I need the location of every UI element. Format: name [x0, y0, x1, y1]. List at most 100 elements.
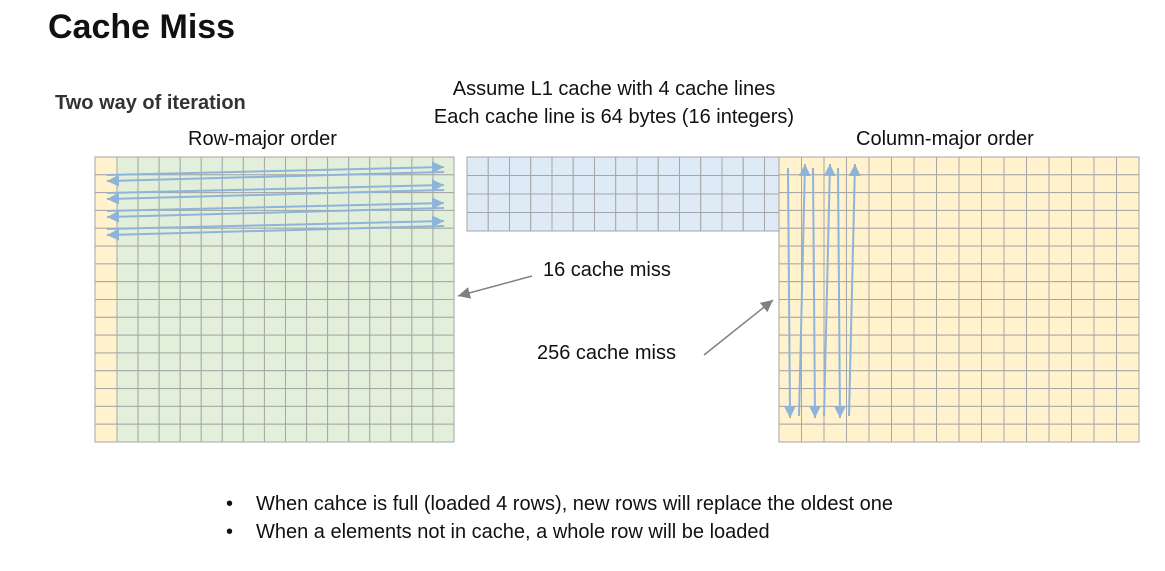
matrix-cell	[348, 352, 371, 372]
matrix-cell	[1003, 423, 1027, 443]
matrix-cell	[200, 423, 223, 443]
cache-cell	[679, 175, 702, 195]
matrix-cell	[981, 281, 1005, 300]
matrix-cell	[116, 281, 139, 300]
column-miss-pointer-arrow	[703, 299, 774, 356]
matrix-cell	[868, 192, 892, 211]
matrix-cell	[958, 370, 982, 390]
cache-cell	[466, 193, 489, 213]
l1-cache-grid	[466, 156, 808, 232]
matrix-cell	[1071, 281, 1095, 300]
matrix-cell	[158, 388, 181, 407]
matrix-cell	[958, 245, 982, 265]
matrix-cell	[94, 281, 118, 300]
matrix-cell	[778, 299, 802, 318]
matrix-cell	[200, 245, 223, 265]
matrix-cell	[1071, 192, 1095, 211]
matrix-cell	[137, 299, 160, 318]
matrix-cell	[242, 316, 265, 336]
matrix-cell	[306, 334, 329, 354]
matrix-cell	[958, 316, 982, 336]
matrix-cell	[801, 299, 825, 318]
matrix-cell	[1071, 423, 1095, 443]
matrix-cell	[1093, 245, 1117, 265]
matrix-cell	[137, 245, 160, 265]
matrix-cell	[1093, 209, 1117, 229]
row-traversal-arrow	[106, 197, 445, 212]
matrix-cell	[158, 245, 181, 265]
cache-cell	[657, 193, 680, 213]
matrix-cell	[411, 299, 434, 318]
matrix-cell	[1048, 423, 1072, 443]
matrix-cell	[778, 156, 802, 176]
matrix-cell	[221, 281, 244, 300]
matrix-cell	[369, 405, 392, 425]
matrix-cell	[94, 423, 118, 443]
matrix-cell	[1071, 263, 1095, 283]
matrix-cell	[1026, 156, 1050, 176]
matrix-cell	[1116, 192, 1140, 211]
matrix-cell	[137, 352, 160, 372]
matrix-cell	[846, 299, 870, 318]
row-traversal-arrow	[106, 215, 445, 230]
row-traversal-arrow	[106, 179, 445, 194]
matrix-cell	[285, 281, 308, 300]
matrix-cell	[913, 299, 937, 318]
matrix-cell	[1003, 156, 1027, 176]
matrix-cell	[778, 423, 802, 443]
matrix-cell	[327, 388, 350, 407]
matrix-cell	[432, 281, 455, 300]
bullet-marker: •	[226, 493, 234, 515]
matrix-cell	[1093, 316, 1117, 336]
matrix-cell	[137, 227, 160, 247]
matrix-cell	[958, 227, 982, 247]
matrix-cell	[263, 405, 286, 425]
matrix-cell	[327, 281, 350, 300]
cache-cell	[572, 212, 595, 232]
matrix-cell	[306, 156, 329, 176]
matrix-cell	[137, 263, 160, 283]
matrix-cell	[327, 299, 350, 318]
cache-cell	[551, 193, 574, 213]
matrix-cell	[958, 423, 982, 443]
matrix-cell	[432, 245, 455, 265]
matrix-cell	[369, 388, 392, 407]
column-major-label: Column-major order	[856, 128, 1034, 150]
matrix-cell	[936, 423, 960, 443]
cache-assumption-note: Assume L1 cache with 4 cache lines	[452, 78, 776, 100]
matrix-cell	[981, 192, 1005, 211]
matrix-cell	[868, 405, 892, 425]
matrix-cell	[306, 352, 329, 372]
matrix-cell	[981, 388, 1005, 407]
matrix-cell	[958, 209, 982, 229]
cache-cell	[657, 156, 680, 176]
matrix-cell	[1093, 299, 1117, 318]
matrix-cell	[348, 209, 371, 229]
matrix-cell	[823, 334, 847, 354]
matrix-cell	[348, 192, 371, 211]
column-traversal-arrow	[823, 163, 836, 417]
matrix-cell	[411, 352, 434, 372]
row-traversal-arrow	[106, 171, 445, 187]
matrix-cell	[1048, 388, 1072, 407]
matrix-cell	[263, 316, 286, 336]
matrix-cell	[348, 334, 371, 354]
matrix-cell	[306, 245, 329, 265]
matrix-cell	[1116, 316, 1140, 336]
matrix-cell	[891, 263, 915, 283]
matrix-cell	[94, 227, 118, 247]
matrix-cell	[1093, 281, 1117, 300]
bullet-item: •When a elements not in cache, a whole r…	[226, 518, 893, 546]
matrix-cell	[116, 352, 139, 372]
matrix-cell	[263, 370, 286, 390]
matrix-cell	[936, 405, 960, 425]
matrix-cell	[891, 352, 915, 372]
matrix-cell	[116, 227, 139, 247]
matrix-cell	[369, 263, 392, 283]
matrix-cell	[1003, 370, 1027, 390]
matrix-cell	[411, 281, 434, 300]
matrix-cell	[179, 334, 202, 354]
matrix-cell	[369, 245, 392, 265]
row-traversal-arrow	[106, 161, 445, 176]
matrix-cell	[348, 370, 371, 390]
